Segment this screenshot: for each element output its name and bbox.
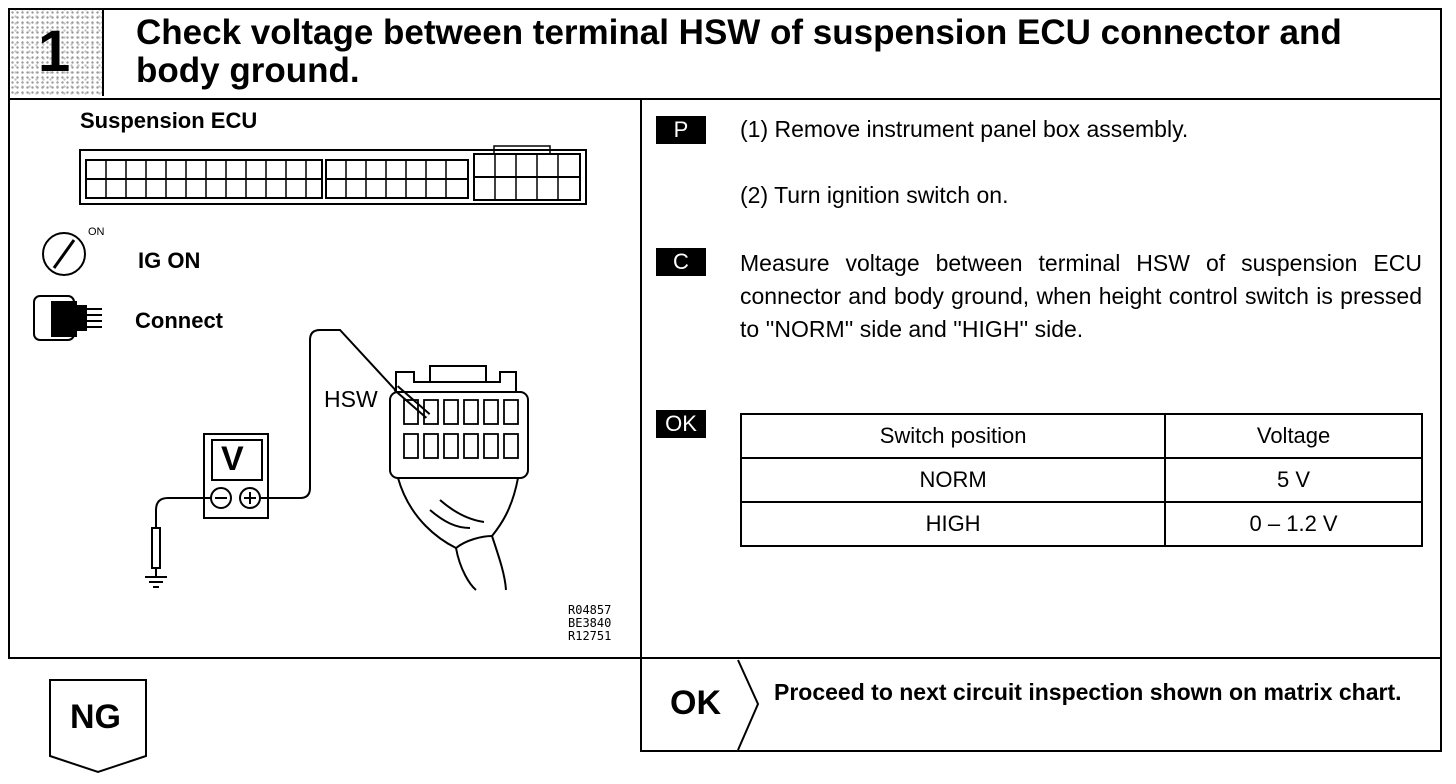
ok-result-text: Proceed to next circuit inspection shown… (774, 679, 1402, 705)
table-cell: 0 – 1.2 V (1164, 501, 1423, 547)
step-title: Check voltage between terminal HSW of su… (136, 13, 1342, 90)
column-header: Voltage (1164, 413, 1423, 459)
reference-code: BE3840 (568, 616, 612, 630)
column-header: Switch position (739, 413, 1167, 459)
instruction-step-1: (1) Remove instrument panel box assembly… (740, 116, 1189, 142)
reference-code: R04857 (568, 603, 612, 617)
table-row: HIGH 0 – 1.2 V (739, 501, 1423, 547)
table-row: NORM 5 V (739, 457, 1423, 503)
ecu-connector-icon (79, 145, 587, 205)
reference-codes: R04857 BE3840 R12751 (568, 604, 611, 643)
preparation-tag: P (656, 116, 706, 144)
table-cell: 5 V (1164, 457, 1423, 503)
ng-result-label: NG (70, 698, 121, 736)
panel-divider (640, 98, 642, 752)
hsw-terminal-label: HSW (324, 386, 378, 412)
hsw-connector-icon (389, 365, 529, 591)
reference-code: R12751 (568, 629, 612, 643)
ok-chevron-icon (737, 659, 760, 751)
connect-icon (33, 295, 102, 341)
ecu-label: Suspension ECU (80, 108, 258, 133)
voltage-spec-table: Switch position Voltage NORM 5 V HIGH 0 … (739, 413, 1423, 547)
voltmeter-symbol: V (221, 440, 244, 478)
ok-spec-tag: OK (656, 410, 706, 438)
measure-instruction: Measure voltage between terminal HSW of … (740, 250, 1422, 342)
table-cell: HIGH (739, 501, 1167, 547)
step-number: 1 (38, 19, 71, 84)
connect-label: Connect (135, 308, 223, 333)
ignition-switch-icon (42, 232, 86, 276)
step-badge (10, 10, 104, 96)
ig-on-label: IG ON (138, 248, 201, 273)
step-header (8, 8, 1442, 98)
ok-result-box (640, 657, 1442, 752)
ground-icon (145, 576, 167, 588)
ng-arrow-box (49, 679, 147, 774)
instruction-step-2: (2) Turn ignition switch on. (740, 182, 1009, 208)
ok-result-label: OK (670, 684, 721, 722)
check-tag: C (656, 248, 706, 276)
ignition-on-mark: ON (88, 226, 105, 238)
table-header-row: Switch position Voltage (739, 413, 1423, 459)
table-cell: NORM (739, 457, 1167, 503)
